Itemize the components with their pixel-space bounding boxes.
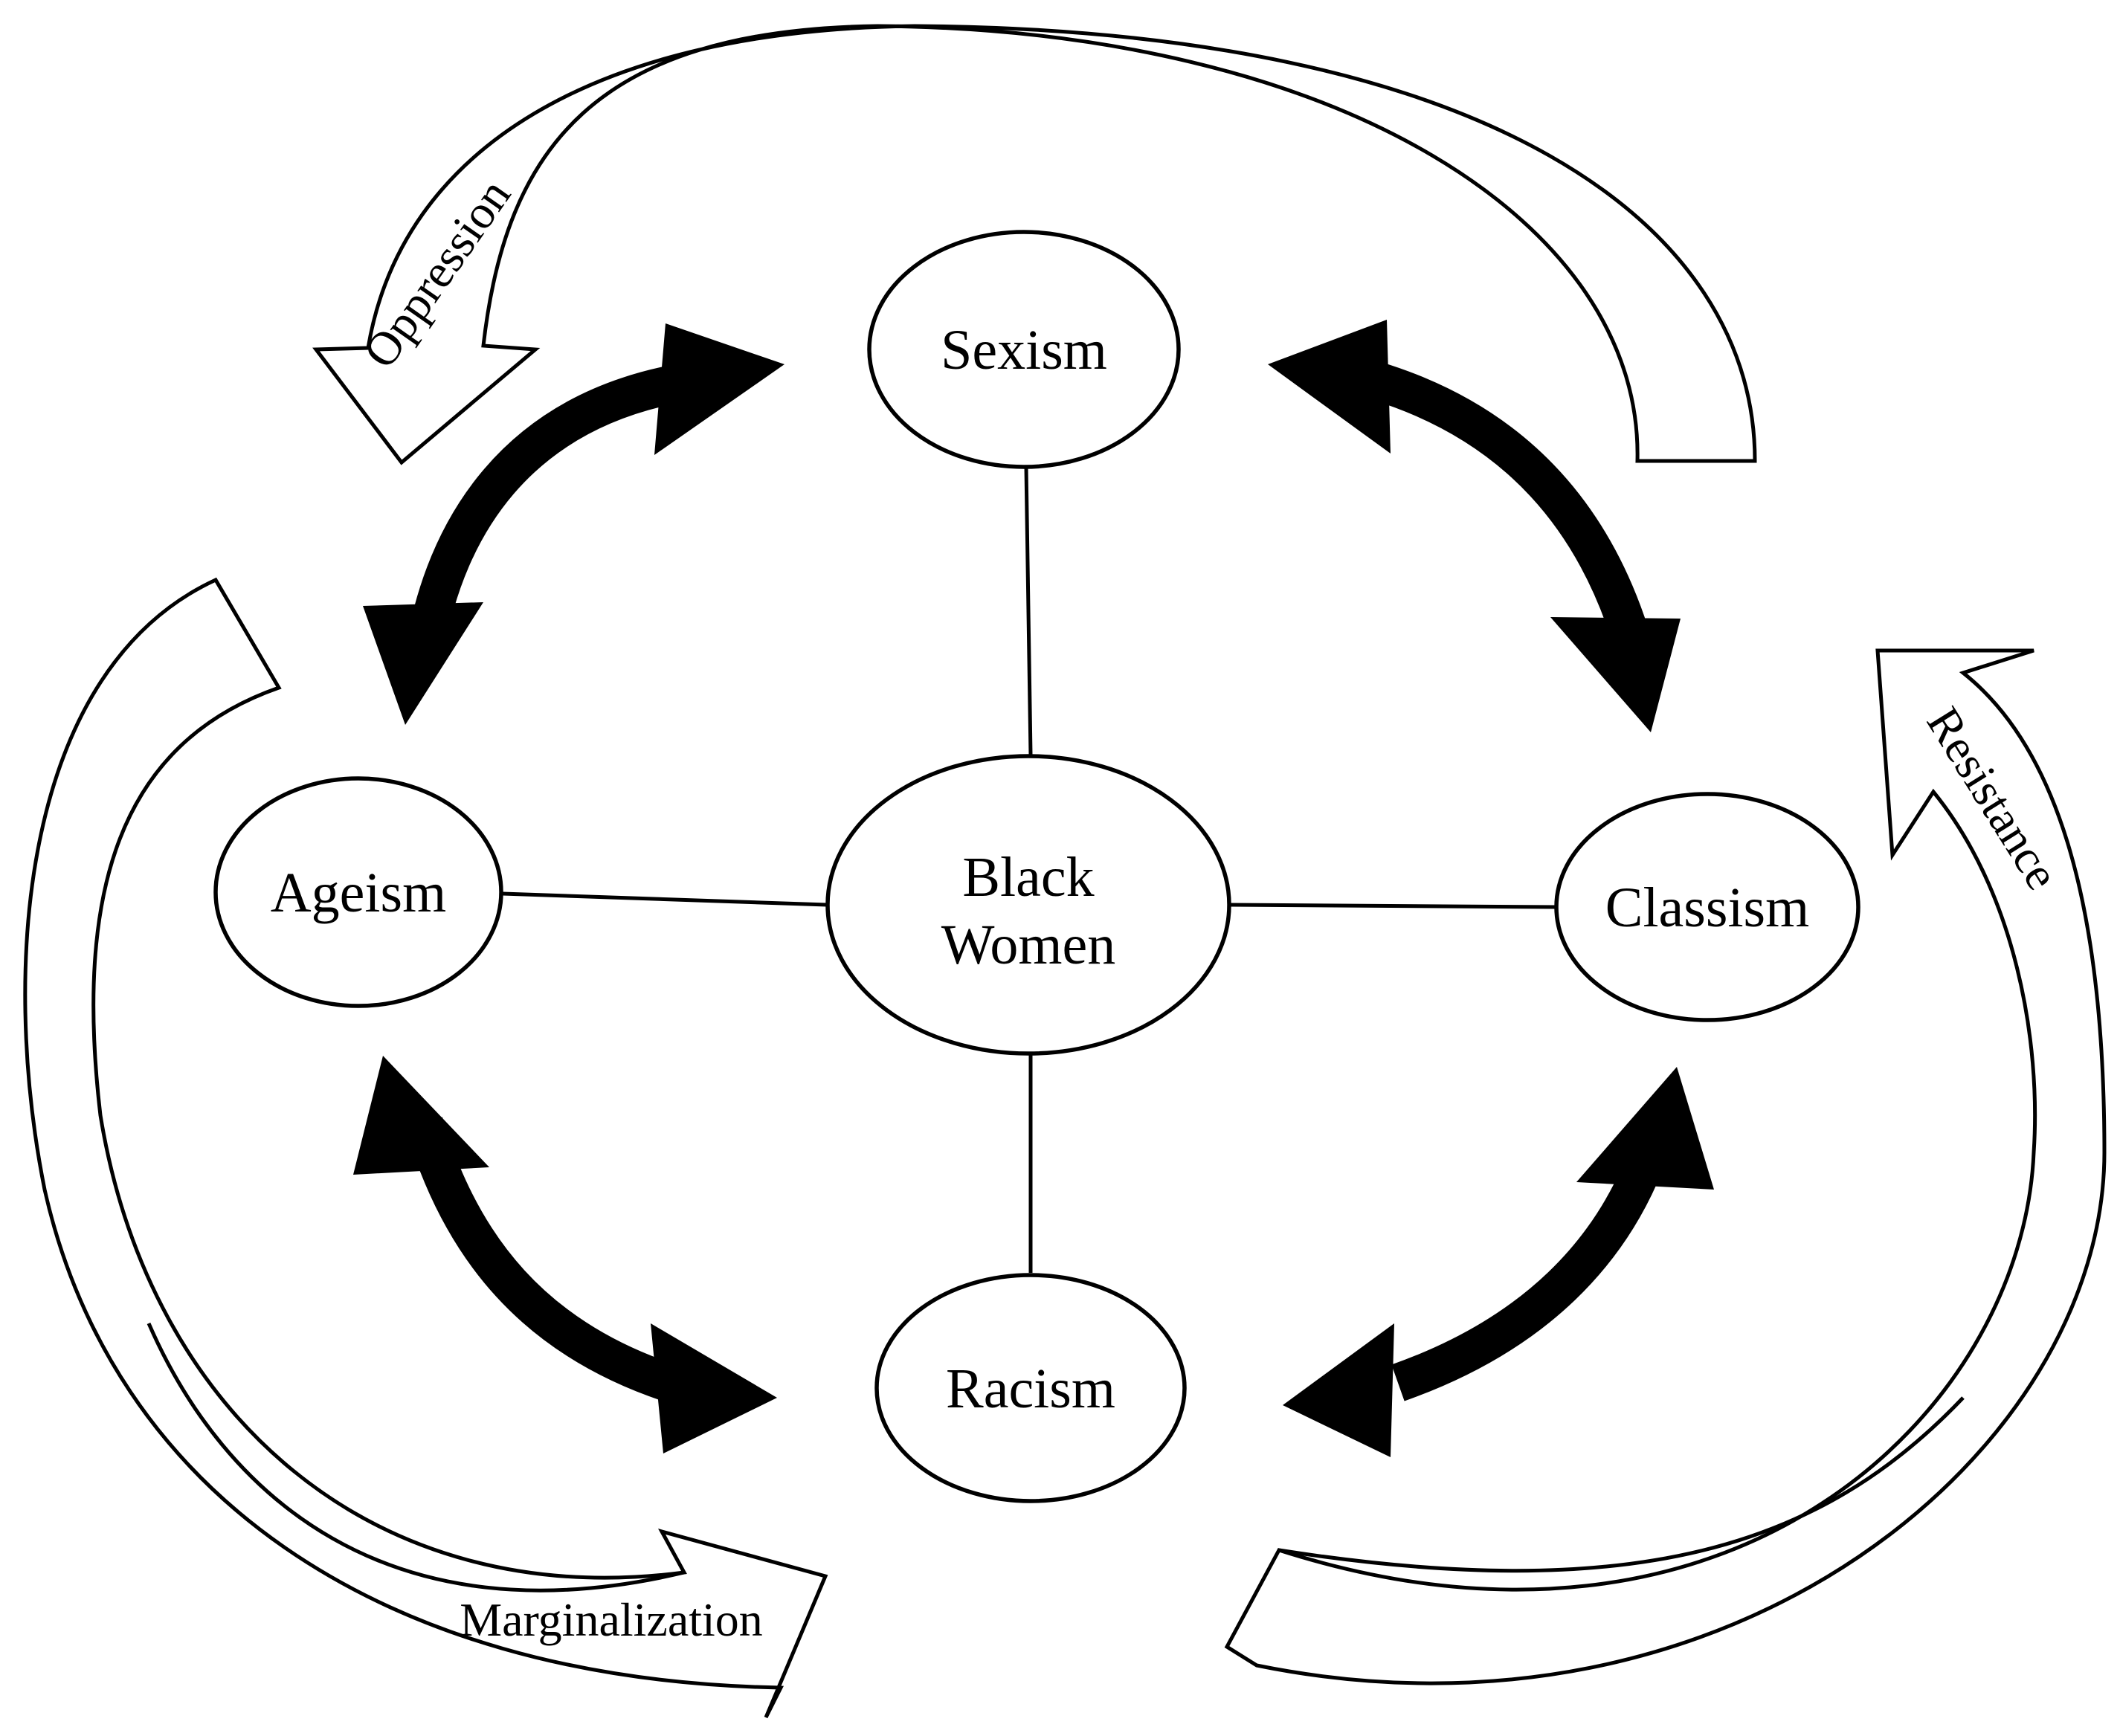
resistance-arrow <box>1224 648 2107 1685</box>
ageism-racism-arc <box>353 1056 777 1453</box>
node-label-ageism: Ageism <box>271 862 446 924</box>
marginalization-label: Marginalization <box>460 1593 763 1646</box>
node-label-classism: Classism <box>1605 877 1810 939</box>
overlap-curves <box>146 1323 1965 1593</box>
node-label-racism: Racism <box>946 1358 1115 1420</box>
node-label-women: Women <box>941 914 1116 976</box>
node-label-black: Black <box>962 846 1094 909</box>
classism-racism-arc <box>1283 1067 1714 1457</box>
sexism-classism-arc <box>1268 320 1681 732</box>
node-label-sexism: Sexism <box>941 319 1107 381</box>
oppression-arrow <box>312 24 1757 465</box>
node-black-women: Black Women <box>825 754 1231 1056</box>
marginalization-arrow <box>23 577 828 1719</box>
node-ageism: Ageism <box>213 776 503 1008</box>
node-classism: Classism <box>1554 792 1860 1022</box>
sexism-ageism-arc <box>363 323 784 725</box>
node-racism: Racism <box>874 1273 1187 1503</box>
node-sexism: Sexism <box>867 230 1181 469</box>
connectors <box>502 466 1557 1273</box>
